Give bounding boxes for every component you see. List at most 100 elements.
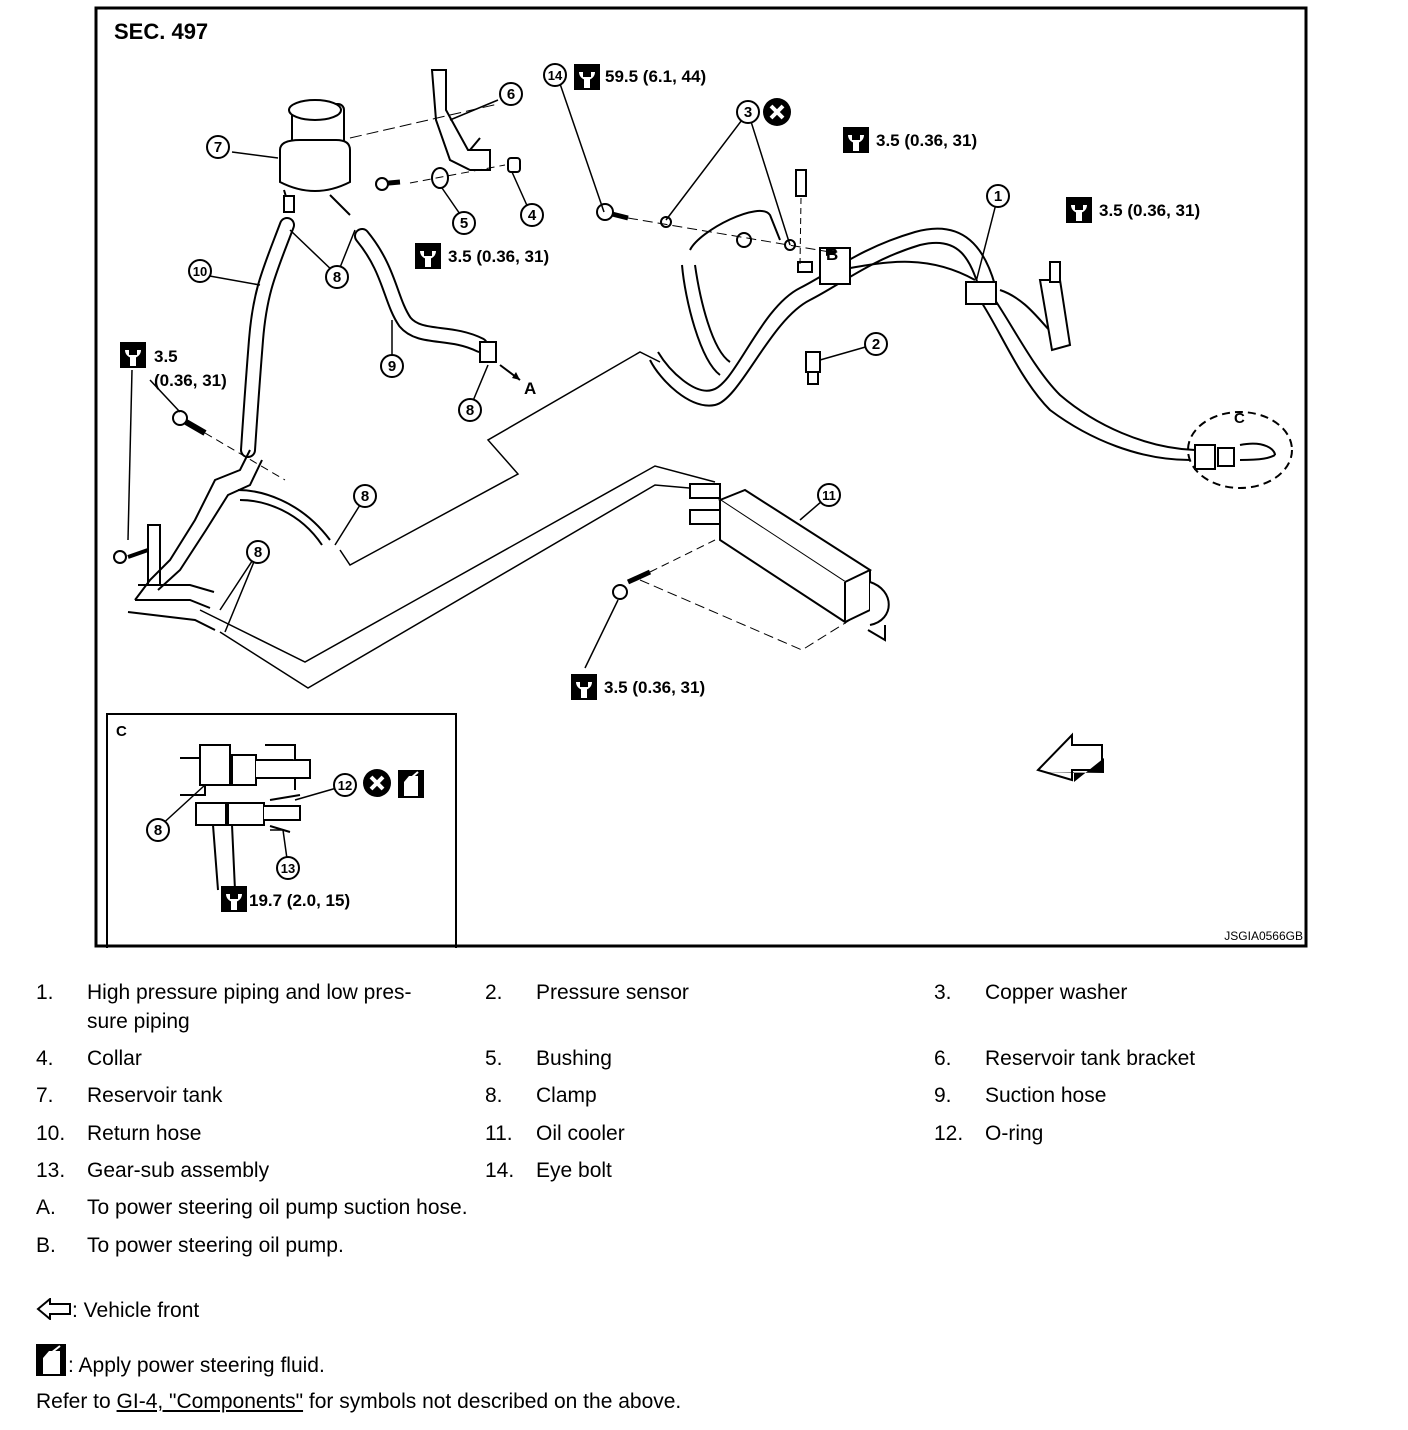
callout-8e: 8 [154,822,162,839]
detail-c-assembly [180,744,311,891]
bushing [431,167,449,189]
refer-note: Refer to GI-4, "Components" for symbols … [36,1390,682,1413]
svg-text:A: A [524,379,536,398]
svg-text:59.5 (6.1, 44): 59.5 (6.1, 44) [605,67,706,86]
legend-item: 12. O-ring [934,1121,1043,1147]
callout-8b: 8 [466,402,474,419]
legend-item: 3. Copper washer [934,980,1127,1006]
legend-text: Copper washer [985,981,1128,1004]
svg-text:B: B [826,245,838,264]
legend-number: 6. [934,1047,952,1070]
legend-text: To power steering oil pump suction hose. [87,1196,468,1219]
callout-1: 1 [994,188,1002,205]
gi4-components-link[interactable]: GI-4, "Components" [116,1390,304,1413]
legend-text: O-ring [985,1122,1044,1145]
section-label: SEC. 497 [114,19,208,44]
svg-text:3.5 (0.36, 31): 3.5 (0.36, 31) [448,247,549,266]
callout-9: 9 [388,358,396,375]
diagram-frame [94,6,1308,948]
collar [507,157,521,173]
legend-item: 9. Suction hose [934,1083,1106,1109]
callout-8c: 8 [361,488,369,505]
legend-text: Bushing [536,1047,612,1070]
callouts [146,63,1010,880]
legend-item: 7. Reservoir tank [36,1083,222,1109]
svg-text:3.5: 3.5 [154,347,178,366]
legend-item: 2. Pressure sensor [485,980,689,1006]
detail-c-frame [106,713,457,948]
oil-cooler [689,483,890,642]
legend-text: Eye bolt [536,1159,612,1182]
legend-text: Reservoir tank [87,1084,223,1107]
legend-text: Collar [87,1047,142,1070]
legend-item: 11. Oil cooler [485,1121,625,1147]
exploded-diagram: SEC. 497 JSGIA0566GB [94,6,1308,948]
reservoir-tank [279,99,351,216]
legend-number: B. [36,1234,56,1257]
legend-number: 12. [934,1122,964,1145]
svg-text:19.7 (2.0, 15): 19.7 (2.0, 15) [249,891,350,910]
svg-text:3.5 (0.36, 31): 3.5 (0.36, 31) [1099,201,1200,220]
legend-item: 10. Return hose [36,1121,201,1147]
callout-14: 14 [548,68,563,83]
legend-number: 10. [36,1122,66,1145]
callout-10: 10 [193,264,207,279]
fluid-icon [36,1344,66,1376]
legend-text: Suction hose [985,1084,1107,1107]
callout-8a: 8 [333,269,341,286]
legend-text: Return hose [87,1122,202,1145]
legend-text: To power steering oil pump. [87,1234,344,1257]
legend-number: 5. [485,1047,503,1070]
callout-5: 5 [460,215,468,232]
front-note: : Vehicle front [36,1296,199,1323]
legend-item: B. To power steering oil pump. [36,1233,344,1259]
legend-number: 11. [485,1122,513,1145]
left-piping [127,449,331,631]
front-arrow-icon [36,1296,71,1322]
legend-number: 8. [485,1084,503,1107]
bolt-head [375,177,389,191]
detail-c-marker [1187,411,1293,489]
legend-text: Oil cooler [536,1122,625,1145]
legend-number: 7. [36,1084,54,1107]
legend-item: A. To power steering oil pump suction hos… [36,1195,468,1221]
svg-text:C: C [116,723,127,740]
legend-item: 13. Gear-sub assembly [36,1158,269,1184]
svg-text:3.5 (0.36, 31): 3.5 (0.36, 31) [604,678,705,697]
legend-item: 6. Reservoir tank bracket [934,1046,1195,1072]
legend-item: 4. Collar [36,1046,142,1072]
callout-13: 13 [281,861,295,876]
legend-item: 5. Bushing [485,1046,612,1072]
svg-text:3.5 (0.36, 31): 3.5 (0.36, 31) [876,131,977,150]
drawing-code: JSGIA0566GB [1224,929,1303,943]
svg-text:(0.36, 31): (0.36, 31) [154,371,227,390]
reservoir-bracket [430,69,491,171]
legend-number: 3. [934,981,952,1004]
legend-text: Gear-sub assembly [87,1159,270,1182]
pressure-sensor [805,351,821,385]
legend-number: A. [36,1196,56,1219]
legend-text: Pressure sensor [536,981,689,1004]
routing-lines [199,351,716,689]
legend-item: 14. Eye bolt [485,1158,612,1184]
callout-3: 3 [744,104,752,121]
legend-number: 13. [36,1159,66,1182]
legend-number: 9. [934,1084,952,1107]
svg-text:C: C [1234,410,1245,427]
vehicle-front-arrow [1036,732,1104,782]
callout-11: 11 [822,488,836,503]
callout-7: 7 [214,139,222,156]
legend-text: Reservoir tank bracket [985,1047,1196,1070]
callout-12: 12 [338,778,352,793]
legend-number: 4. [36,1047,54,1070]
callout-6: 6 [507,86,515,103]
fluid-note: : Apply power steering fluid. [36,1344,325,1378]
high-low-pressure-piping [649,209,1196,461]
callout-8d: 8 [254,544,262,561]
callout-2: 2 [872,336,880,353]
legend-number: 2. [485,981,503,1004]
legend-item: 8. Clamp [485,1083,597,1109]
legend-text: Clamp [536,1084,597,1107]
legend-number: 14. [485,1159,515,1182]
callout-4: 4 [528,207,537,224]
